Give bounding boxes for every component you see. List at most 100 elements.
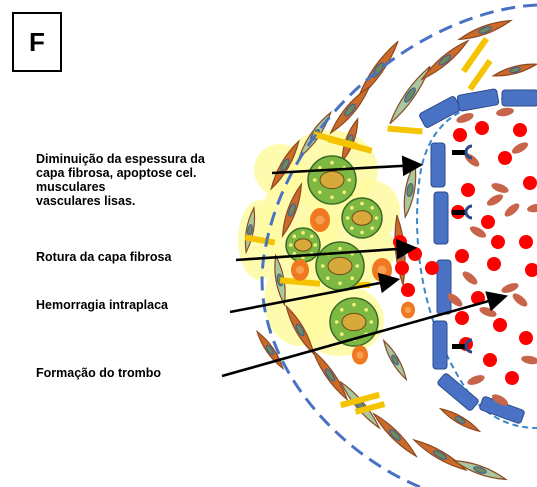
lipid-droplet xyxy=(364,308,368,312)
red-blood-cell xyxy=(453,128,467,142)
foam-cell-nucleus xyxy=(342,313,366,330)
foam-cell-nucleus xyxy=(295,239,312,251)
lipid-droplet xyxy=(350,276,354,280)
red-blood-cell xyxy=(395,261,409,275)
smooth-muscle-cell xyxy=(439,406,481,435)
lipid-droplet xyxy=(340,332,344,336)
endothelial-cell xyxy=(434,192,448,244)
red-blood-cell xyxy=(401,283,415,297)
macrophage xyxy=(372,258,392,282)
endothelial-cell xyxy=(419,96,462,129)
lumen-layer xyxy=(393,106,537,407)
macrophage-nucleus xyxy=(296,266,304,274)
smooth-muscle-cell xyxy=(371,411,419,459)
smooth-muscle-cell xyxy=(354,39,402,102)
lipid-droplet xyxy=(293,235,297,239)
foam-cell xyxy=(308,156,356,204)
smooth-muscle-cell xyxy=(381,339,410,381)
endothelium-layer xyxy=(419,89,537,424)
label-fibrous-cap-thinning-line4: vasculares lisas. xyxy=(36,194,205,208)
lipid-droplet xyxy=(370,226,374,230)
red-blood-cell xyxy=(461,183,475,197)
lipid-droplet xyxy=(350,206,354,210)
endothelial-cell xyxy=(437,260,451,314)
lipid-droplet xyxy=(321,264,325,268)
platelet xyxy=(466,373,486,387)
endothelial-cell xyxy=(457,89,499,112)
lipid-droplet xyxy=(310,235,314,239)
red-blood-cell xyxy=(523,176,537,190)
lipid-droplet xyxy=(342,190,346,194)
lipid-droplet xyxy=(338,281,342,285)
lipid-droplet xyxy=(360,202,364,206)
platelet xyxy=(526,202,537,213)
lipid-droplet xyxy=(347,178,351,182)
smooth-muscle-cell xyxy=(453,457,507,483)
label-fibrous-cap-thinning: Diminuição da espessura da capa fibrosa,… xyxy=(36,152,205,208)
lipid-droplet xyxy=(289,243,293,247)
foam-cell-nucleus xyxy=(328,257,352,274)
smooth-muscle-cell xyxy=(419,38,470,83)
lipid-droplet xyxy=(370,206,374,210)
label-fibrous-cap-thinning-line2: capa fibrosa, apoptose cel. xyxy=(36,166,205,180)
platelet xyxy=(495,106,514,117)
adhesion-molecule-stem xyxy=(452,344,466,349)
macrophage-nucleus xyxy=(356,351,363,358)
lipid-droplet xyxy=(369,320,373,324)
macrophage xyxy=(310,208,330,232)
platelet xyxy=(500,281,520,295)
lipid-droplet xyxy=(375,216,379,220)
red-blood-cell xyxy=(513,123,527,137)
red-blood-cell xyxy=(475,121,489,135)
foam-cell xyxy=(342,198,382,238)
lipid-droplet xyxy=(313,243,317,247)
endothelial-cell xyxy=(431,143,445,187)
lipid-droplet xyxy=(346,216,350,220)
platelet xyxy=(503,201,522,219)
cholesterol-crystal xyxy=(387,125,422,134)
red-blood-cell xyxy=(481,215,495,229)
red-blood-cell xyxy=(519,331,533,345)
endothelial-cell xyxy=(502,90,537,106)
label-fibrous-cap-thinning-line1: Diminuição da espessura da xyxy=(36,152,205,166)
platelet xyxy=(511,291,530,309)
endothelial-cell xyxy=(433,321,447,369)
platelet xyxy=(490,181,510,195)
lipid-droplet xyxy=(340,308,344,312)
platelet xyxy=(478,305,498,319)
red-blood-cell xyxy=(455,311,469,325)
lipid-droplet xyxy=(360,231,364,235)
lipid-droplet xyxy=(338,247,342,251)
macrophage xyxy=(352,345,368,364)
lipid-droplet xyxy=(326,276,330,280)
foam-cell-nucleus xyxy=(352,211,372,225)
lipid-droplet xyxy=(352,303,356,307)
red-blood-cell xyxy=(525,263,537,277)
macrophage xyxy=(291,259,309,281)
red-blood-cell xyxy=(487,257,501,271)
smooth-muscle-cell xyxy=(310,348,351,402)
lipid-droplet xyxy=(330,195,334,199)
red-blood-cell xyxy=(425,261,439,275)
platelet xyxy=(510,140,530,156)
platelet xyxy=(461,269,480,287)
red-blood-cell xyxy=(455,249,469,263)
red-blood-cell xyxy=(505,371,519,385)
lipid-droplet xyxy=(330,161,334,165)
red-blood-cell xyxy=(519,235,533,249)
adhesion-molecule-receptor xyxy=(466,206,472,218)
adhesion-molecule xyxy=(452,146,472,158)
lipid-droplet xyxy=(335,320,339,324)
macrophage-nucleus xyxy=(378,266,387,275)
foam-cell-nucleus xyxy=(320,171,344,188)
red-blood-cell xyxy=(483,353,497,367)
lipid-droplet xyxy=(350,226,354,230)
lipid-droplet xyxy=(301,231,305,235)
macrophage-nucleus xyxy=(316,216,325,225)
red-blood-cell xyxy=(393,235,407,249)
foam-cell xyxy=(316,242,364,290)
adhesion-molecule-stem xyxy=(452,210,466,215)
platelet xyxy=(520,354,537,365)
smooth-muscle-cell xyxy=(412,437,468,474)
